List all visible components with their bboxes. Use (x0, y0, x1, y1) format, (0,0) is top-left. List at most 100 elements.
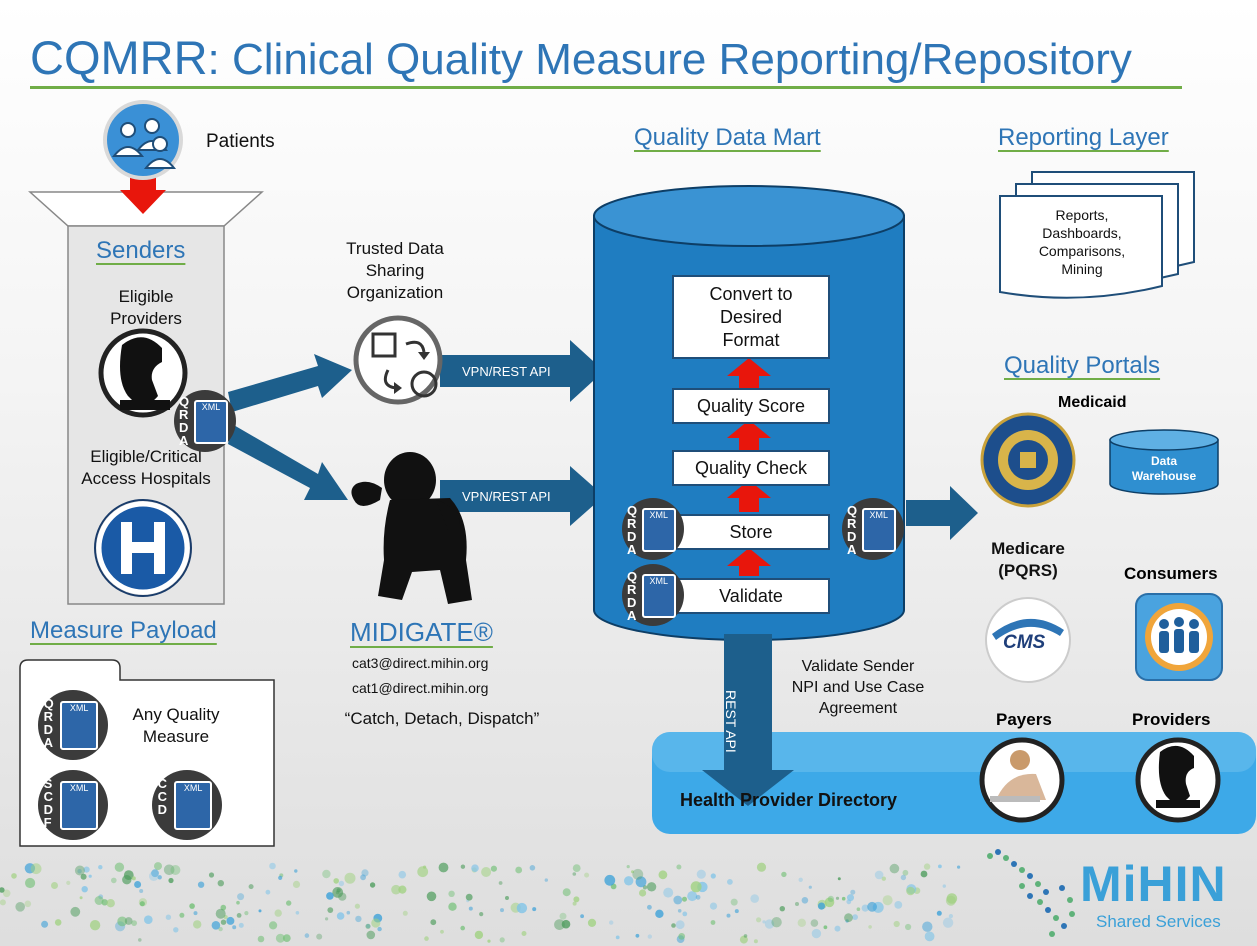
network-dot (423, 865, 427, 869)
xml-label: XML (649, 575, 668, 586)
network-dot (173, 927, 179, 933)
network-dot (398, 870, 407, 879)
xml-label: XML (201, 402, 221, 412)
network-dot (554, 919, 565, 930)
network-dot (856, 907, 861, 911)
network-dot (83, 866, 90, 873)
network-dot (695, 894, 701, 900)
network-dot (327, 907, 334, 913)
network-dot (743, 934, 748, 938)
network-dot (544, 878, 548, 882)
network-dot (25, 877, 36, 889)
network-dot (658, 870, 668, 880)
network-dot (361, 869, 369, 877)
network-dot (89, 920, 101, 931)
network-dot (238, 922, 244, 928)
network-dot (79, 896, 83, 900)
network-dot (572, 864, 581, 872)
network-dot (165, 914, 172, 920)
network-dot (710, 873, 716, 879)
hospital-icon (94, 499, 192, 597)
network-dot (753, 939, 758, 944)
network-dot (438, 862, 449, 873)
xml-doc-icon: XML (194, 400, 228, 444)
network-dot (811, 928, 822, 939)
xml-label: XML (69, 703, 89, 714)
xml-doc-icon: XML (641, 507, 676, 552)
network-dot (131, 876, 136, 881)
network-dot (750, 894, 759, 903)
network-dot (154, 862, 162, 871)
network-dot (369, 882, 376, 888)
network-dot (292, 880, 301, 889)
network-dot (639, 889, 647, 897)
cms-logo (985, 597, 1071, 683)
network-dot (193, 911, 198, 916)
network-dot (515, 866, 523, 874)
network-dot (316, 933, 323, 940)
trusted-org-icon (353, 315, 443, 405)
dw-top (1109, 429, 1219, 451)
network-dot (77, 869, 82, 874)
network-dot (631, 870, 634, 874)
patients-icon (103, 100, 183, 180)
network-dot (325, 917, 329, 921)
network-dot (304, 933, 310, 938)
network-dot (11, 873, 17, 879)
arrow-to-portals (906, 486, 978, 540)
network-dot (265, 889, 271, 895)
network-dot (580, 914, 584, 919)
network-dot (236, 900, 240, 905)
network-dot (771, 917, 782, 928)
provider-icon-right (1135, 737, 1221, 823)
network-dot (278, 875, 283, 881)
network-dot (30, 863, 42, 875)
network-dot (338, 892, 347, 901)
rest-api-label: REST API (723, 690, 739, 753)
network-dot (801, 897, 809, 904)
network-dot (217, 880, 224, 887)
network-dot (756, 862, 767, 872)
network-dot (391, 884, 401, 895)
network-dot (426, 891, 437, 902)
network-dot (424, 936, 429, 941)
network-dot (671, 923, 676, 928)
midigate-email-cat1: cat1@direct.mihin.org (352, 680, 489, 696)
network-dot (889, 863, 900, 874)
payers-label: Payers (996, 710, 1052, 729)
network-dot (365, 923, 371, 929)
network-dot (559, 912, 567, 920)
network-dot (764, 919, 775, 929)
network-dot (398, 885, 407, 894)
network-dot (122, 875, 132, 885)
network-dot (168, 877, 174, 884)
network-dot (134, 881, 142, 888)
network-dot (663, 887, 674, 898)
network-dot (837, 877, 841, 881)
network-dot (336, 912, 345, 920)
reporting-heading: Reporting Layer (998, 124, 1169, 151)
network-dot (881, 876, 886, 881)
arrow-to-trusted (228, 354, 352, 412)
network-dot (655, 909, 664, 918)
network-dot (920, 870, 928, 878)
midigate-heading: MIDIGATE® (350, 617, 493, 647)
network-dot (844, 913, 853, 923)
network-dot (54, 919, 62, 926)
network-dot (218, 926, 223, 932)
network-dot (366, 930, 376, 940)
xml-doc-icon: XML (60, 701, 98, 750)
network-dot (440, 929, 444, 934)
network-dot (615, 935, 620, 940)
patients-label: Patients (206, 131, 275, 152)
network-dot (114, 862, 125, 872)
network-dot (237, 893, 245, 901)
xml-label: XML (869, 509, 888, 520)
network-dot (682, 896, 687, 902)
network-dot (727, 879, 733, 885)
network-dot (626, 865, 630, 869)
network-dot (609, 920, 614, 925)
network-dot (505, 896, 509, 900)
